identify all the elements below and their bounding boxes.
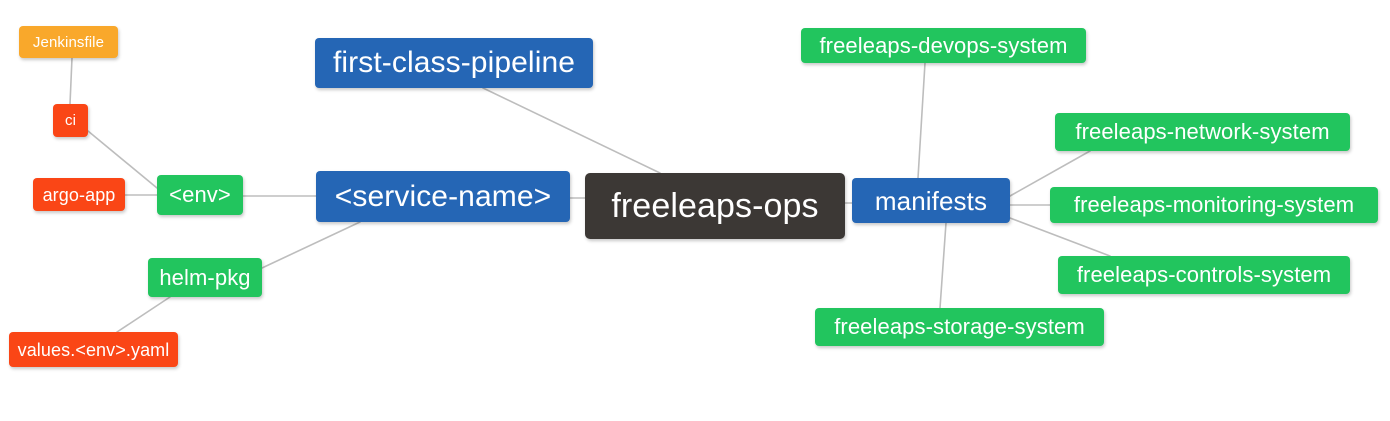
- mindmap-node-label: freeleaps-controls-system: [1076, 262, 1332, 287]
- mindmap-node-freeleaps-controls-system[interactable]: freeleaps-controls-system: [1058, 256, 1350, 294]
- mindmap-node-jenkinsfile[interactable]: Jenkinsfile: [19, 26, 118, 58]
- mindmap-node-label: freeleaps-ops: [611, 187, 819, 225]
- mindmap-node-label: <env>: [169, 182, 231, 207]
- mindmap-node-argo-app[interactable]: argo-app: [33, 178, 125, 211]
- mindmap-node-service-name[interactable]: <service-name>: [316, 171, 570, 222]
- mindmap-node-label: ci: [64, 112, 77, 129]
- mindmap-node-label: freeleaps-monitoring-system: [1073, 192, 1355, 217]
- mindmap-node-first-class-pipeline[interactable]: first-class-pipeline: [315, 38, 593, 88]
- mindmap-node-manifests[interactable]: manifests: [852, 178, 1010, 223]
- mindmap-node-label: <service-name>: [334, 179, 552, 213]
- mindmap-node-label: helm-pkg: [159, 264, 251, 290]
- mindmap-node-helm-pkg[interactable]: helm-pkg: [148, 258, 262, 297]
- mindmap-node-freeleaps-devops-system[interactable]: freeleaps-devops-system: [801, 28, 1086, 63]
- mindmap-node-label: values.<env>.yaml: [17, 339, 170, 360]
- mindmap-node-label: manifests: [874, 185, 988, 216]
- mindmap-node-values-yaml[interactable]: values.<env>.yaml: [9, 332, 178, 367]
- mindmap-node-label: Jenkinsfile: [32, 33, 105, 51]
- mindmap-node-freeleaps-storage-system[interactable]: freeleaps-storage-system: [815, 308, 1104, 346]
- mindmap-node-freeleaps-monitoring-system[interactable]: freeleaps-monitoring-system: [1050, 187, 1378, 223]
- mindmap-node-freeleaps-network-system[interactable]: freeleaps-network-system: [1055, 113, 1350, 151]
- mindmap-node-label: argo-app: [42, 184, 116, 205]
- mindmap-node-label: freeleaps-devops-system: [819, 32, 1068, 58]
- mindmap-node-ci[interactable]: ci: [53, 104, 88, 137]
- mindmap-node-env[interactable]: <env>: [157, 175, 243, 215]
- mindmap-node-label: freeleaps-storage-system: [834, 314, 1085, 339]
- mindmap-node-label: freeleaps-network-system: [1075, 119, 1330, 144]
- mindmap-node-label: first-class-pipeline: [332, 46, 576, 79]
- mindmap-node-freeleaps-ops[interactable]: freeleaps-ops: [585, 173, 845, 239]
